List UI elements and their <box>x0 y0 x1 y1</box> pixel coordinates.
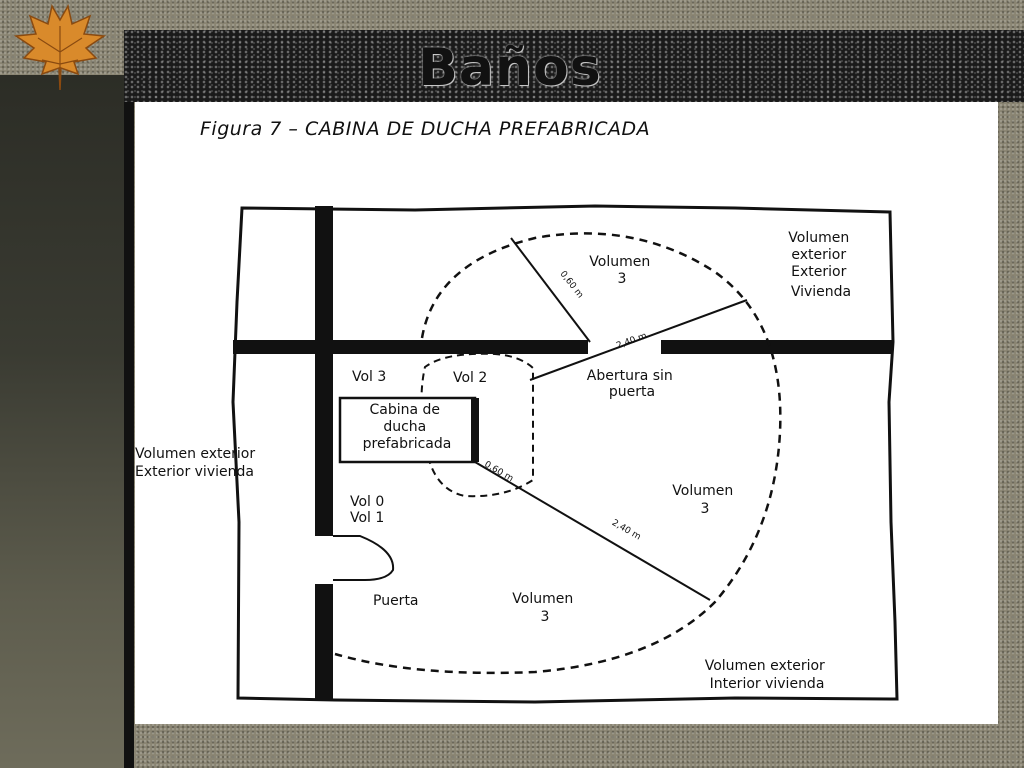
label-distance-small: 0,60 m <box>482 460 514 484</box>
wall-horizontal-right <box>661 340 893 354</box>
label-volumen-3-right: Volumen 3 <box>672 483 737 517</box>
wall-vertical-lower <box>315 584 333 700</box>
label-distance-diagonal: 2,40 m <box>610 518 642 542</box>
radius-line-right <box>529 299 748 381</box>
label-cabina: Cabina de ducha prefabricada <box>363 402 452 452</box>
label-vol-0: Vol 0 <box>350 494 384 510</box>
left-sidebar-band <box>0 75 124 768</box>
label-volumen-exterior-left: Volumen exterior Exterior vivienda <box>135 446 260 480</box>
label-volumen-exterior-bottom: Volumen exterior Interior vivienda <box>705 658 830 692</box>
volume-3-boundary <box>334 232 782 675</box>
label-volumen-3-bottom: Volumen 3 <box>512 591 577 625</box>
shower-cabin-opening <box>471 398 479 462</box>
door-swing-outline <box>333 535 395 581</box>
label-vol-2: Vol 2 <box>453 370 487 386</box>
label-abertura-sin-puerta: Abertura sin puerta <box>587 368 678 400</box>
wall-horizontal-left <box>233 340 588 354</box>
label-puerta: Puerta <box>373 593 419 609</box>
title-strip <box>124 30 1024 102</box>
room-boundary <box>231 204 899 704</box>
radius-line-top <box>510 237 591 343</box>
label-vol-3: Vol 3 <box>352 369 386 385</box>
volume-2-boundary <box>420 352 534 498</box>
shower-zones-diagram: Volumen 3 Volumen exterior Exterior Vivi… <box>135 204 899 704</box>
shower-cabin <box>338 396 477 464</box>
label-distance-top: 0,60 m <box>558 269 585 300</box>
maple-leaf-icon <box>13 3 107 91</box>
label-volumen-exterior-top-right: Volumen exterior Exterior Vivienda <box>788 230 853 300</box>
figure-caption: Figura 7 – CABINA DE DUCHA PREFABRICADA <box>200 118 651 140</box>
slide-title: Baños <box>418 38 602 98</box>
radius-line-diagonal <box>474 461 711 601</box>
label-vol-1: Vol 1 <box>350 510 384 526</box>
wall-vertical-upper <box>315 206 333 536</box>
label-volumen-3-top: Volumen 3 <box>589 254 654 287</box>
label-distance-right: 2,40 m <box>615 331 648 351</box>
left-band-edge <box>124 30 134 768</box>
